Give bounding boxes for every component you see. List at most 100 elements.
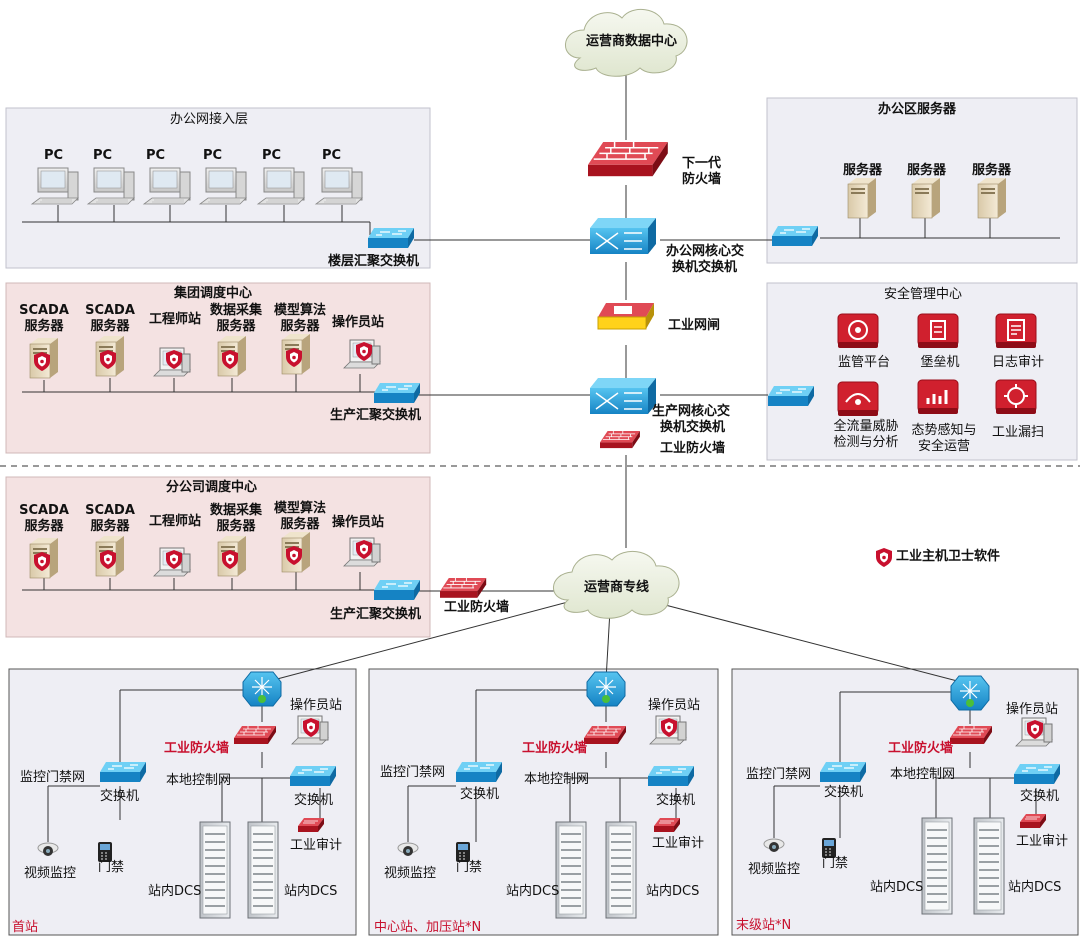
node-label: SCADA [19, 303, 69, 318]
ngfw-label-2: 防火墙 [682, 172, 722, 187]
local-net-label: 本地控制网 [524, 772, 590, 787]
server-label: 服务器 [907, 163, 947, 178]
station-router-icon[interactable] [242, 671, 282, 707]
supervision-platform-icon[interactable] [837, 313, 879, 349]
local-control-switch-icon[interactable] [647, 765, 695, 787]
pc-label: PC [203, 148, 223, 163]
next-gen-firewall-icon[interactable] [587, 141, 669, 177]
pc-label: PC [146, 148, 166, 163]
branch-industrial-firewall-icon[interactable] [439, 577, 487, 599]
station-firewall-label: 工业防火墙 [164, 741, 230, 756]
dcs-cabinet-icon[interactable] [555, 821, 587, 919]
dcs-label: 站内DCS [148, 884, 202, 899]
gateway-label: 工业网闸 [668, 318, 721, 333]
office-server-switch-icon[interactable] [771, 225, 819, 247]
monitor-net-switch-icon[interactable] [99, 761, 147, 783]
dcs-cabinet-icon[interactable] [247, 821, 279, 919]
local-control-switch-icon[interactable] [1013, 763, 1061, 785]
station-panel-last [731, 668, 1079, 936]
node-label: 服务器 [280, 319, 320, 334]
access-controller-icon[interactable] [97, 841, 113, 863]
node-label: 服务器 [90, 519, 130, 534]
pc-label: PC [262, 148, 282, 163]
switch-label: 交换机 [460, 787, 500, 802]
station-operator-label: 操作员站 [648, 698, 701, 713]
station-router-icon[interactable] [950, 675, 990, 711]
prod-core-label-2: 换机交换机 [660, 420, 726, 435]
node-label: SCADA [19, 503, 69, 518]
security-item-label: 态势感知与 [911, 423, 977, 438]
pc-icon[interactable] [143, 167, 191, 205]
group-switch-label: 生产汇聚交换机 [330, 408, 422, 423]
office-server-icon[interactable] [977, 177, 1007, 219]
operator-datacenter-label: 运营商数据中心 [586, 34, 678, 49]
node-label: 工程师站 [148, 312, 201, 327]
station-firewall-icon[interactable] [949, 725, 993, 745]
security-item-label: 监管平台 [837, 355, 890, 370]
operator-line-cloud [553, 551, 680, 619]
access-label: 门禁 [822, 856, 849, 871]
station-firewall-icon[interactable] [583, 725, 627, 745]
industrial-firewall-core-icon[interactable] [599, 430, 641, 449]
prod-core-label-1: 生产网核心交 [652, 404, 731, 419]
server-label: 服务器 [843, 163, 883, 178]
pc-icon[interactable] [199, 167, 247, 205]
station-last-devices [763, 675, 1061, 915]
monitor-net-switch-icon[interactable] [819, 761, 867, 783]
pc-icon[interactable] [87, 167, 135, 205]
industrial-gateway-icon[interactable] [597, 303, 654, 330]
security-center-panel [766, 282, 1078, 461]
monitor-net-label: 监控门禁网 [20, 770, 86, 785]
branch-production-switch-icon[interactable] [373, 579, 421, 601]
station-name-label: 首站 [12, 920, 39, 935]
access-controller-icon[interactable] [821, 837, 837, 859]
core-ind-fw-label: 工业防火墙 [660, 441, 726, 456]
access-controller-icon[interactable] [455, 841, 471, 863]
station-firewall-label: 工业防火墙 [522, 741, 588, 756]
office-server-icon[interactable] [847, 177, 877, 219]
monitor-net-switch-icon[interactable] [455, 761, 503, 783]
security-center-switch-icon[interactable] [767, 385, 815, 407]
security-item-label: 安全运营 [917, 439, 970, 454]
office-server-icon[interactable] [911, 177, 941, 219]
operator-datacenter-cloud [565, 9, 688, 77]
local-net-label: 本地控制网 [890, 767, 956, 782]
log-audit-icon[interactable] [995, 313, 1037, 349]
pc-icon[interactable] [31, 167, 79, 205]
ngfw-label-1: 下一代 [682, 156, 722, 171]
station-name-label: 末级站*N [736, 918, 792, 933]
station-firewall-icon[interactable] [233, 725, 277, 745]
node-label: 工程师站 [148, 514, 201, 529]
local-control-switch-icon[interactable] [289, 765, 337, 787]
station-panel-first [8, 668, 357, 936]
pc-icon[interactable] [315, 167, 363, 205]
dcs-label: 站内DCS [1008, 880, 1062, 895]
industrial-vuln-scan-icon[interactable] [995, 379, 1037, 415]
security-item-label: 检测与分析 [833, 435, 899, 450]
dcs-cabinet-icon[interactable] [605, 821, 637, 919]
switch-label: 交换机 [824, 785, 864, 800]
node-label: SCADA [85, 303, 135, 318]
office-core-switch-icon[interactable] [589, 217, 657, 255]
traffic-threat-detection-icon[interactable] [837, 381, 879, 417]
pc-icon[interactable] [257, 167, 305, 205]
dcs-cabinet-icon[interactable] [921, 817, 953, 915]
bastion-host-icon[interactable] [917, 313, 959, 349]
node-label: 服务器 [216, 519, 256, 534]
group-production-switch-icon[interactable] [373, 382, 421, 404]
situational-awareness-icon[interactable] [917, 379, 959, 415]
dcs-label: 站内DCS [870, 880, 924, 895]
floor-aggregation-switch-icon[interactable] [367, 227, 415, 249]
node-label: 操作员站 [331, 315, 384, 330]
branch-switch-label: 生产汇聚交换机 [330, 607, 422, 622]
station-firewall-label: 工业防火墙 [888, 741, 954, 756]
node-label: 服务器 [216, 319, 256, 334]
video-label: 视频监控 [384, 866, 437, 881]
dcs-cabinet-icon[interactable] [973, 817, 1005, 915]
production-core-switch-icon[interactable] [589, 377, 657, 415]
security-center-title: 安全管理中心 [884, 287, 963, 302]
station-router-icon[interactable] [586, 671, 626, 707]
pc-label: PC [322, 148, 342, 163]
security-icons [837, 313, 1037, 417]
dcs-cabinet-icon[interactable] [199, 821, 231, 919]
